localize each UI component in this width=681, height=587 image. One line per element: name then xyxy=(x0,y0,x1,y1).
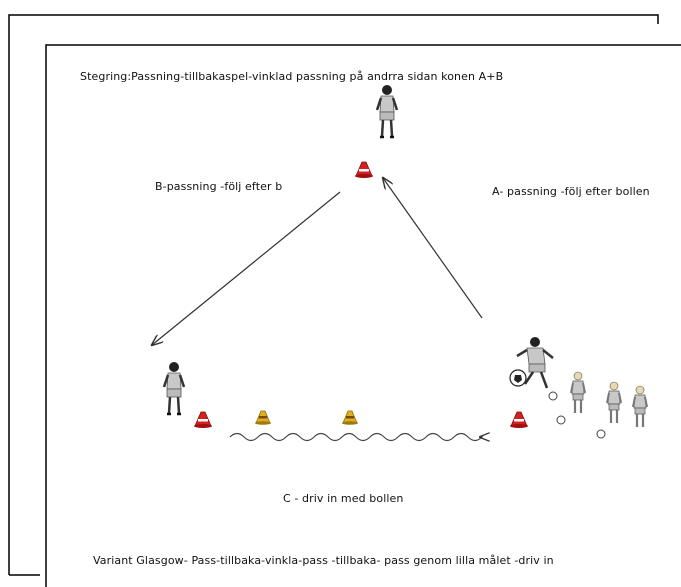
ball-spare-2 xyxy=(556,415,566,425)
soccer-ball-icon xyxy=(509,369,527,387)
player-queue-1 xyxy=(569,370,587,415)
cone-right-red xyxy=(509,411,529,429)
dribble-path xyxy=(229,434,482,441)
player-right-kicker xyxy=(516,337,554,389)
label-c-dribble: C - driv in med bollen xyxy=(283,492,404,505)
player-queue-2 xyxy=(605,380,623,425)
cone-left-red xyxy=(193,411,213,429)
player-top xyxy=(375,83,399,139)
footer-variant: Variant Glasgow- Pass-tillbaka-vinkla-pa… xyxy=(93,554,554,567)
pass-arrow-a xyxy=(383,178,483,319)
label-a-pass: A- passning -följ efter bollen xyxy=(492,185,650,198)
cone-yellow-2 xyxy=(341,410,359,426)
label-b-pass: B-passning -följ efter b xyxy=(155,180,283,193)
cone-yellow-1 xyxy=(254,410,272,426)
cone-top-red xyxy=(354,161,374,179)
diagram-title: Stegring:Passning-tillbakaspel-vinklad p… xyxy=(80,70,504,83)
player-queue-3 xyxy=(631,384,649,429)
pass-arrow-b xyxy=(152,191,341,345)
ball-spare-3 xyxy=(596,429,606,439)
ball-spare-1 xyxy=(548,391,558,401)
player-left xyxy=(162,360,186,416)
